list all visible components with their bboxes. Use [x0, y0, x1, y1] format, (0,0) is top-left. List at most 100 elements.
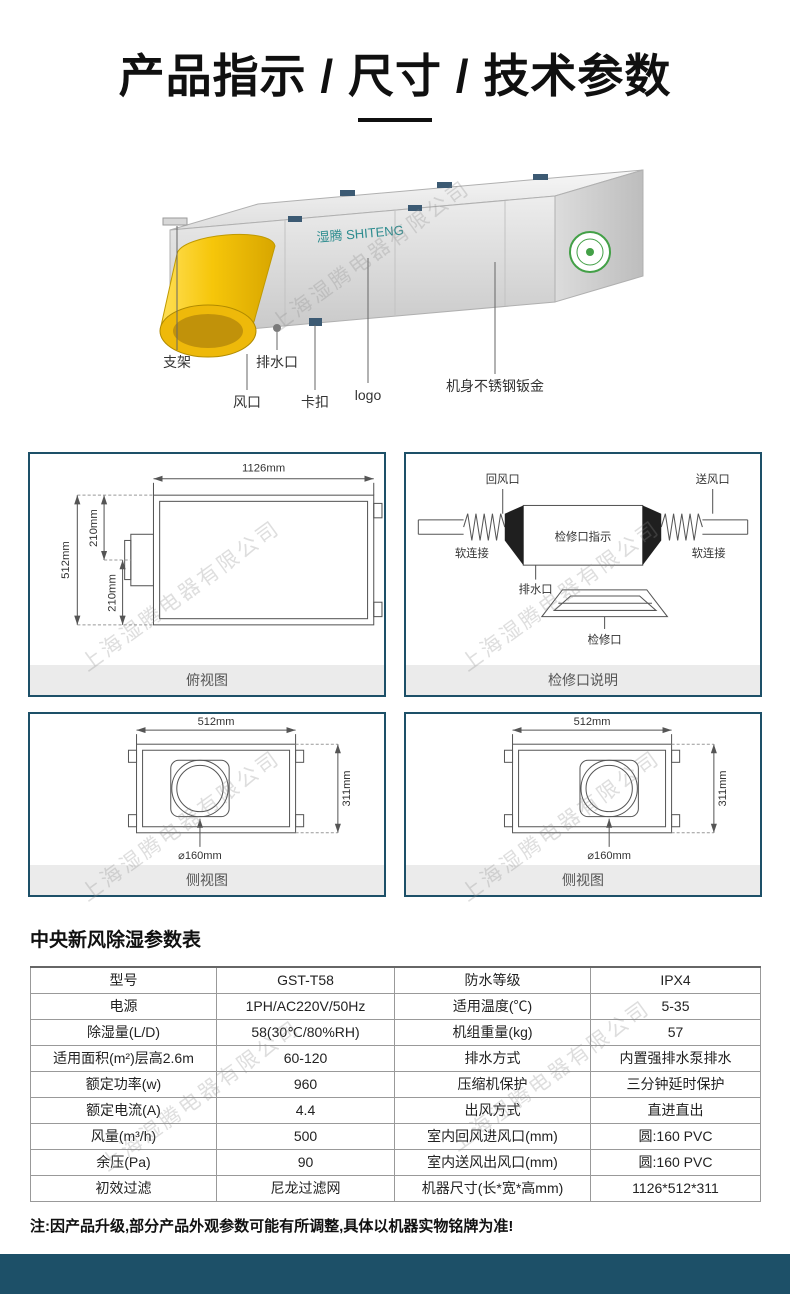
- param-value-cell: 圆:160 PVC: [590, 1122, 761, 1150]
- access-port-svg: 回风口 送风口 检修口指示 软连接 软连接 排水口 检修口: [417, 472, 749, 646]
- param-label-cell: 适用面积(m²)层高2.6m: [30, 1044, 217, 1072]
- param-value-cell: IPX4: [590, 966, 761, 994]
- param-label-cell: 室内回风进风口(mm): [394, 1122, 591, 1150]
- table-row: 余压(Pa) 90 室内送风出风口(mm) 圆:160 PVC: [30, 1148, 761, 1176]
- page-title: 产品指示 / 尺寸 / 技术参数: [118, 50, 672, 102]
- panel-caption: 检修口说明: [406, 665, 760, 695]
- param-value-cell: 直进直出: [590, 1096, 761, 1124]
- param-label-cell: 除湿量(L/D): [30, 1018, 217, 1046]
- table-row: 电源 1PH/AC220V/50Hz 适用温度(℃) 5-35: [30, 992, 761, 1020]
- param-value-cell: 内置强排水泵排水: [590, 1044, 761, 1072]
- indicator-label: 检修口指示: [555, 529, 612, 543]
- param-label-cell: 机组重量(kg): [394, 1018, 591, 1046]
- dim-height-label: 311mm: [341, 770, 353, 806]
- panel-caption: 侧视图: [406, 865, 760, 895]
- param-value-cell: 圆:160 PVC: [590, 1148, 761, 1176]
- header: 产品指示 / 尺寸 / 技术参数: [0, 0, 790, 122]
- param-label-cell: 机器尺寸(长*宽*高mm): [394, 1174, 591, 1202]
- dim-height-label: 311mm: [717, 770, 729, 806]
- dim-width-label: 512mm: [198, 716, 235, 728]
- supply-port-label: 送风口: [696, 472, 730, 486]
- table-row: 型号 GST-T58 防水等级 IPX4: [30, 966, 761, 994]
- dim-width-label: 512mm: [574, 716, 611, 728]
- param-label-cell: 排水方式: [394, 1044, 591, 1072]
- panel-access-port: 回风口 送风口 检修口指示 软连接 软连接 排水口 检修口 检修口说明: [404, 452, 762, 697]
- callout-lines: [176, 226, 496, 390]
- callout-buckle: 卡扣: [301, 394, 329, 410]
- param-value-cell: 1PH/AC220V/50Hz: [216, 992, 395, 1020]
- callout-drain: 排水口: [256, 354, 298, 370]
- param-label-cell: 风量(m³/h): [30, 1122, 217, 1150]
- param-label-cell: 室内送风出风口(mm): [394, 1148, 591, 1176]
- callout-logo: logo: [355, 387, 382, 403]
- soft-conn-right-label: 软连接: [692, 546, 726, 560]
- table-row: 初效过滤 尼龙过滤网 机器尺寸(长*宽*高mm) 1126*512*311: [30, 1174, 761, 1202]
- panel-caption: 侧视图: [30, 865, 384, 895]
- side-view-1-svg: 512mm 311mm ⌀160mm: [127, 716, 353, 862]
- param-value-cell: 三分钟延时保护: [590, 1070, 761, 1098]
- spec-section: 中央新风除湿参数表 型号 GST-T58 防水等级 IPX4 电源 1PH/AC…: [30, 925, 761, 1202]
- table-row: 适用面积(m²)层高2.6m 60-120 排水方式 内置强排水泵排水: [30, 1044, 761, 1072]
- dim-inner2-label: 210mm: [106, 574, 118, 612]
- drain-label: 排水口: [519, 582, 553, 596]
- product-hero: 湿腾 SHITENG 支架 排水口 风口 卡扣 logo 机身不锈钢钣金: [0, 162, 790, 422]
- side-view-2-drawing: 512mm 311mm ⌀160mm: [406, 714, 760, 865]
- param-value-cell: 58(30℃/80%RH): [216, 1018, 395, 1046]
- side-view-2-svg: 512mm 311mm ⌀160mm: [503, 716, 729, 862]
- param-label-cell: 型号: [30, 966, 217, 994]
- dim-duct-label: ⌀160mm: [587, 850, 631, 862]
- table-row: 额定电流(A) 4.4 出风方式 直进直出: [30, 1096, 761, 1124]
- footer-bar: [0, 1254, 790, 1294]
- soft-conn-left-label: 软连接: [455, 546, 489, 560]
- param-value-cell: 5-35: [590, 992, 761, 1020]
- callout-bracket: 支架: [163, 354, 191, 370]
- param-label-cell: 防水等级: [394, 966, 591, 994]
- spec-table-title: 中央新风除湿参数表: [30, 930, 202, 951]
- param-value-cell: 1126*512*311: [590, 1174, 761, 1202]
- title-underline: [358, 118, 432, 122]
- drain-port: [273, 324, 281, 332]
- access-label: 检修口: [588, 632, 622, 646]
- access-port-drawing: 回风口 送风口 检修口指示 软连接 软连接 排水口 检修口: [406, 454, 760, 665]
- dim-length-label: 1126mm: [242, 462, 285, 474]
- panel-top-view: 1126mm 512mm 210mm 210mm 俯视图: [28, 452, 386, 697]
- drawing-panels: 1126mm 512mm 210mm 210mm 俯视图: [28, 452, 762, 897]
- top-view-drawing: 1126mm 512mm 210mm 210mm: [30, 454, 384, 665]
- param-label-cell: 余压(Pa): [30, 1148, 217, 1176]
- return-port-label: 回风口: [486, 473, 520, 486]
- mount-bracket: [162, 217, 188, 226]
- param-label-cell: 额定电流(A): [30, 1096, 217, 1124]
- eco-badge-icon: [569, 231, 611, 273]
- param-value-cell: 960: [216, 1070, 395, 1098]
- callout-air-outlet: 风口: [233, 394, 261, 410]
- param-value-cell: 57: [590, 1018, 761, 1046]
- buckle-clip: [309, 318, 322, 326]
- panel-caption: 俯视图: [30, 665, 384, 695]
- param-label-cell: 额定功率(w): [30, 1070, 217, 1098]
- dim-width-label: 512mm: [60, 541, 72, 579]
- param-value-cell: 4.4: [216, 1096, 395, 1124]
- param-label-cell: 出风方式: [394, 1096, 591, 1124]
- dim-duct-label: ⌀160mm: [178, 850, 222, 862]
- callout-body: 机身不锈钢钣金: [446, 378, 544, 394]
- panel-side-view-1: 512mm 311mm ⌀160mm 侧视图: [28, 712, 386, 897]
- param-value-cell: 60-120: [216, 1044, 395, 1072]
- param-label-cell: 初效过滤: [30, 1174, 217, 1202]
- param-label-cell: 电源: [30, 992, 217, 1020]
- dim-inner1-label: 210mm: [88, 509, 100, 547]
- spec-table: 型号 GST-T58 防水等级 IPX4 电源 1PH/AC220V/50Hz …: [30, 966, 761, 1202]
- param-value-cell: 尼龙过滤网: [216, 1174, 395, 1202]
- top-view-svg: 1126mm 512mm 210mm 210mm: [60, 462, 383, 626]
- param-value-cell: 500: [216, 1122, 395, 1150]
- param-value-cell: 90: [216, 1148, 395, 1176]
- product-illustration: 湿腾 SHITENG 支架 排水口 风口 卡扣 logo 机身不锈钢钣金: [159, 169, 644, 410]
- disclaimer-note: 注:因产品升级,部分产品外观参数可能有所调整,具体以机器实物铭牌为准!: [30, 1217, 514, 1235]
- table-row: 额定功率(w) 960 压缩机保护 三分钟延时保护: [30, 1070, 761, 1098]
- table-row: 除湿量(L/D) 58(30℃/80%RH) 机组重量(kg) 57: [30, 1018, 761, 1046]
- panel-side-view-2: 512mm 311mm ⌀160mm 侧视图: [404, 712, 762, 897]
- air-duct: [159, 233, 276, 358]
- param-label-cell: 适用温度(℃): [394, 992, 591, 1020]
- table-row: 风量(m³/h) 500 室内回风进风口(mm) 圆:160 PVC: [30, 1122, 761, 1150]
- param-value-cell: GST-T58: [216, 966, 395, 994]
